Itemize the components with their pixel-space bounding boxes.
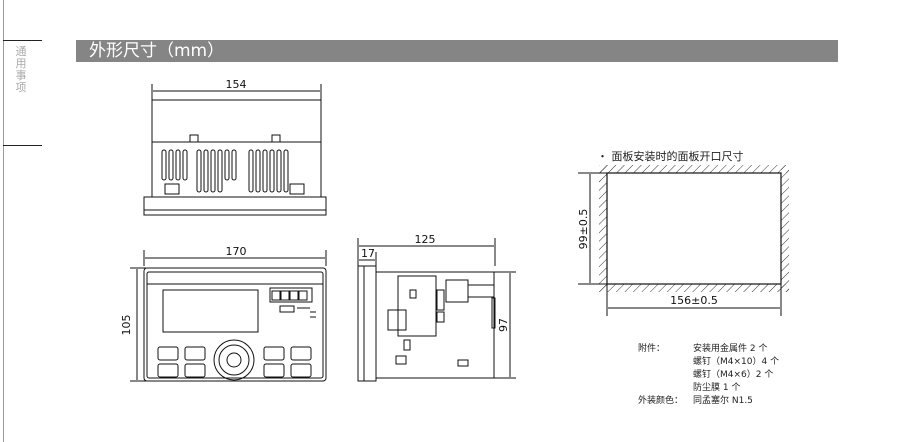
page-border [3,0,4,442]
top-view-drawing: 154 [143,78,327,216]
accessory-item: 安装用金属件 2 个 [693,344,768,354]
accessories-label: 附件： [638,344,666,354]
front-view-drawing: 170 105 [120,245,327,382]
accessory-item: 防尘膜 1 个 [693,383,741,393]
divider [3,145,42,146]
dim-top-width: 154 [226,78,247,91]
sidebar-section-label: 通用事项 [15,45,27,94]
dim-cut-height: 99±0.5 [577,209,590,250]
accessories-list: 安装用金属件 2 个 螺钉（M4×10）4 个 螺钉（M4×6）2 个 防尘膜 … [693,343,779,395]
panel-cutout-drawing: 99±0.5 156±0.5 [577,165,789,316]
section-title: 外形尺寸（mm） [76,40,838,62]
color-value: 同孟塞尔 N1.5 [693,396,753,406]
dim-side-height: 97 [497,318,510,332]
color-label: 外装颜色： [638,396,684,406]
accessory-item: 螺钉（M4×10）4 个 [693,357,780,367]
side-view-drawing: 125 17 97 [357,233,516,382]
divider [3,40,42,41]
dim-front-width: 170 [226,245,247,258]
dim-front-height: 105 [120,315,133,336]
dim-side-front: 17 [361,247,375,260]
dim-side-depth: 125 [415,233,436,246]
dim-cut-width: 156±0.5 [670,294,718,307]
cutout-title: ・ 面板安装时的面板开口尺寸 [597,150,744,163]
accessory-item: 螺钉（M4×6）2 个 [693,370,774,380]
